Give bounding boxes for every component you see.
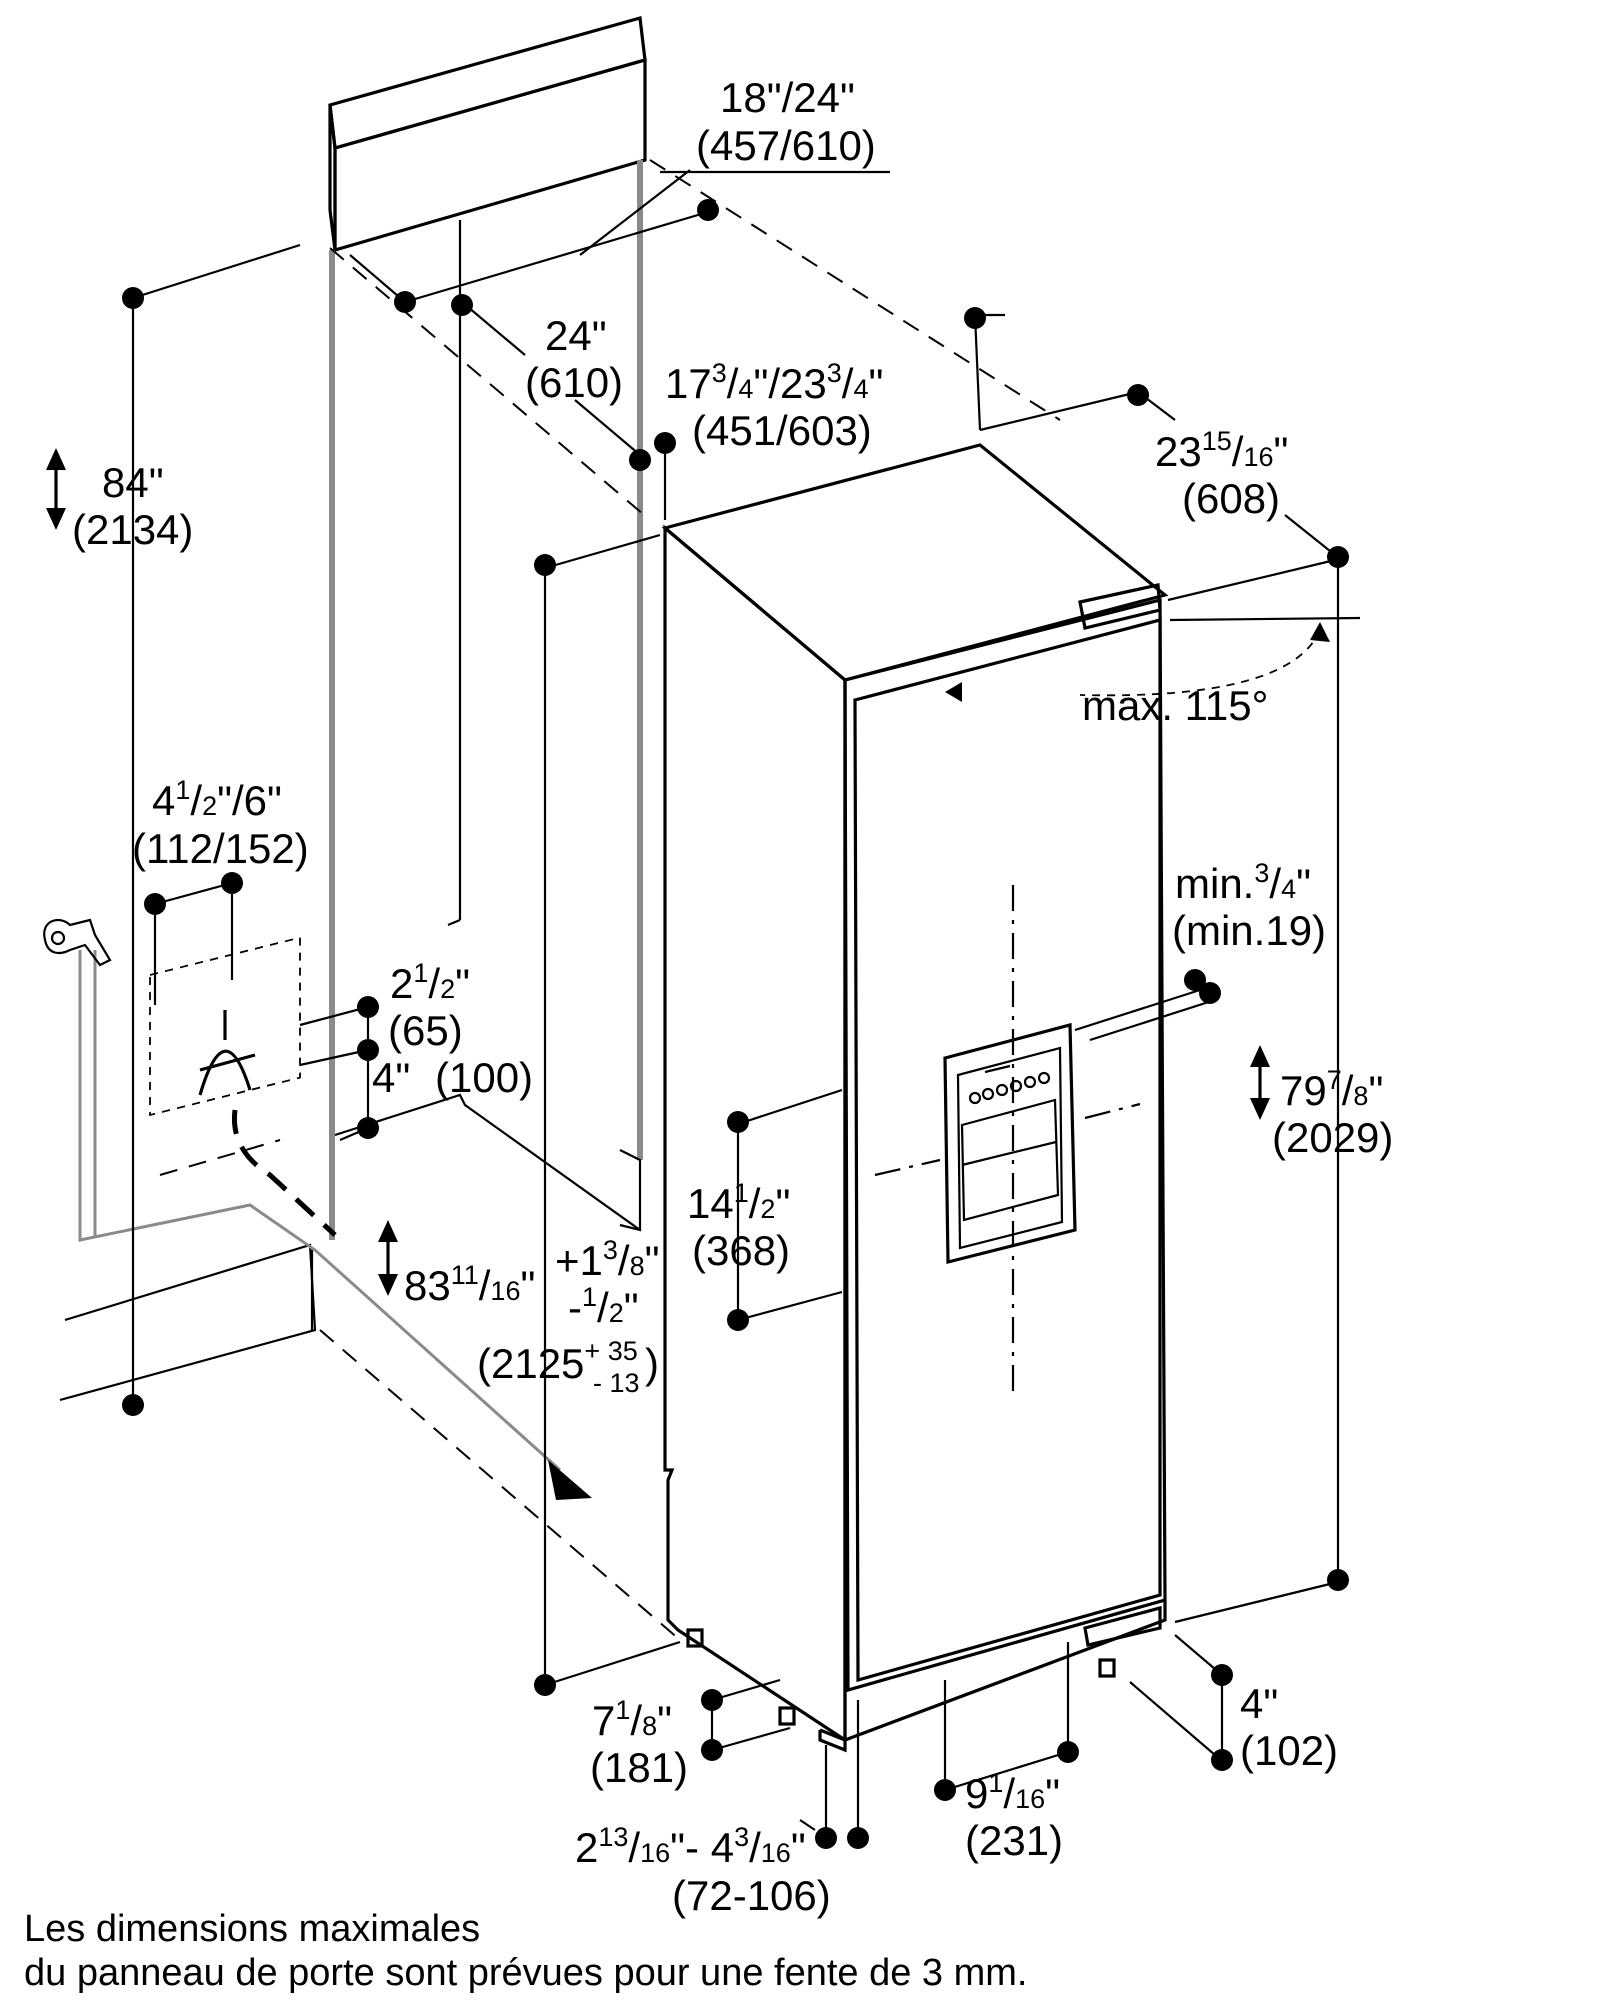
niche-height-imperial: 84" (102, 459, 164, 506)
handle-clearance-imperial: min.3/4" (1175, 858, 1311, 907)
dispenser-height-metric: (368) (692, 1227, 790, 1274)
foot-height-imperial: 4" (1240, 1680, 1278, 1727)
plinth-height-range-imperial: 213/16"- 43/16" (575, 1822, 806, 1871)
appliance-width-imperial: 173/4"/233/4" (665, 358, 883, 407)
niche-width-imperial: 18"/24" (720, 74, 855, 121)
water-connection-icon (198, 1010, 256, 1096)
appliance-depth-imperial: 2315/16" (1155, 426, 1288, 475)
dimension-lines (46, 169, 1361, 1838)
niche-height-metric: (2134) (72, 506, 193, 553)
water-zone-height-metric: (65) (388, 1007, 463, 1054)
door-angle-label: max. 115° (1082, 682, 1268, 729)
dispenser-height-imperial: 141/2" (687, 1178, 790, 1227)
plinth-depth-imperial: 71/8" (592, 1695, 672, 1744)
water-zone-height-imperial: 21/2" (390, 958, 470, 1007)
note-line-2: du panneau de porte sont prévues pour un… (24, 1952, 1028, 1994)
water-zone-floor-metric: (100) (435, 1054, 533, 1101)
water-zone-width-metric: (112/152) (132, 825, 309, 872)
appliance-height-imperial: 797/8" (1280, 1065, 1383, 1114)
water-connection-zone (149, 936, 592, 1500)
dimension-dots (122, 199, 1349, 1849)
appliance-width-metric: (451/603) (692, 407, 872, 454)
dispenser-buttons (968, 1064, 1051, 1105)
water-zone-floor-imperial: 4" (372, 1054, 410, 1101)
appliance-height-metric: (2029) (1272, 1114, 1393, 1161)
water-zone-width-imperial: 41/2"/6" (152, 775, 282, 824)
handle-clearance-metric: (min.19) (1172, 907, 1326, 954)
niche-structure (59, 15, 1061, 1841)
niche-depth-imperial: 24" (545, 312, 607, 359)
installation-height-tolerance-minus: -1/2" (568, 1282, 639, 1331)
plinth-depth-metric: (181) (590, 1744, 688, 1791)
niche-width-metric: (457/610) (696, 122, 876, 169)
dispenser (943, 1022, 1077, 1265)
installation-height-metric-close: ) (645, 1340, 659, 1387)
installation-height-tolerance-plus: +13/8" (555, 1235, 660, 1284)
note-line-1: Les dimensions maximales (24, 1908, 481, 1950)
plinth-height-range-metric: (72-106) (672, 1872, 831, 1919)
installation-height-metric-minus: - 13 (593, 1368, 640, 1398)
niche-depth-metric: (610) (525, 359, 623, 406)
vent-width-metric: (231) (965, 1817, 1063, 1864)
water-tap-icon (43, 918, 112, 967)
appliance (661, 443, 1169, 1753)
vent-width-imperial: 91/16" (965, 1768, 1060, 1817)
installation-height-imperial: 8311/16" (404, 1260, 535, 1309)
installation-height-metric: (2125+ 35 (477, 1336, 638, 1387)
appliance-depth-metric: (608) (1182, 475, 1280, 522)
foot-height-metric: (102) (1240, 1727, 1338, 1774)
